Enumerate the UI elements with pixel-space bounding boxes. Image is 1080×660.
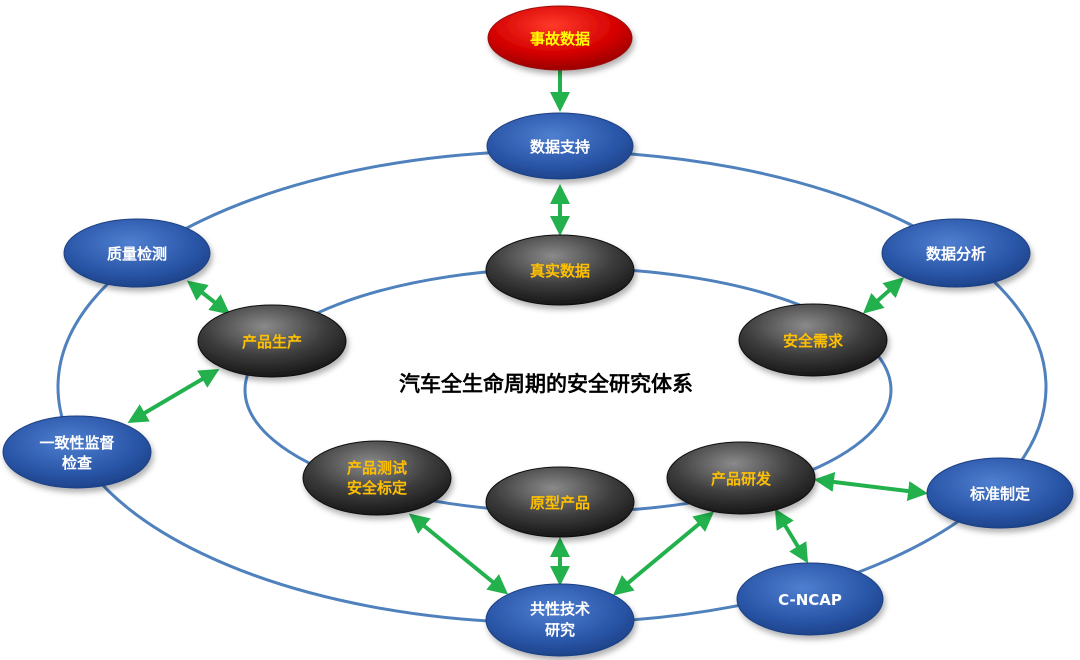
node-prototype[interactable]: 原型产品 bbox=[485, 466, 635, 538]
node-product-test[interactable]: 产品测试 安全标定 bbox=[302, 440, 452, 516]
node-conformity-label-2: 检查 bbox=[62, 454, 93, 472]
node-product-rd-label: 产品研发 bbox=[711, 470, 772, 488]
node-conformity-check[interactable]: 一致性监督 检查 bbox=[2, 415, 152, 489]
arrow-rd-cncap bbox=[774, 508, 809, 564]
node-data-analysis[interactable]: 数据分析 bbox=[881, 218, 1031, 288]
diagram-title: 汽车全生命周期的安全研究体系 bbox=[399, 372, 693, 396]
node-product-test-label-1: 产品测试 bbox=[347, 459, 407, 477]
node-conformity-label-1: 一致性监督 bbox=[39, 434, 114, 452]
arrow-quality-production bbox=[186, 280, 231, 315]
node-safety-requirement-label: 安全需求 bbox=[783, 332, 844, 350]
arrow-conformity-production bbox=[127, 368, 220, 424]
node-cncap[interactable]: C-NCAP bbox=[736, 562, 884, 636]
arrow-rd-standard bbox=[814, 472, 928, 501]
node-standard[interactable]: 标准制定 bbox=[926, 457, 1074, 529]
node-quality-check[interactable]: 质量检测 bbox=[63, 218, 211, 288]
node-real-data-label: 真实数据 bbox=[530, 262, 590, 280]
node-data-analysis-label: 数据分析 bbox=[926, 245, 986, 263]
node-common-research[interactable]: 共性技术 研究 bbox=[485, 583, 635, 657]
node-common-research-label-2: 研究 bbox=[545, 621, 575, 639]
node-accident-data-label: 事故数据 bbox=[530, 30, 590, 48]
node-common-research-label-1: 共性技术 bbox=[530, 600, 590, 618]
node-production-label: 产品生产 bbox=[242, 333, 302, 351]
arrow-analysis-safety bbox=[863, 277, 904, 314]
node-safety-requirement[interactable]: 安全需求 bbox=[738, 303, 888, 377]
node-product-rd[interactable]: 产品研发 bbox=[666, 441, 816, 515]
node-real-data[interactable]: 真实数据 bbox=[485, 234, 635, 306]
node-cncap-label: C-NCAP bbox=[778, 591, 842, 609]
node-data-support[interactable]: 数据支持 bbox=[486, 112, 634, 180]
node-data-support-label: 数据支持 bbox=[530, 138, 590, 156]
node-standard-label: 标准制定 bbox=[969, 485, 1030, 503]
node-product-test-label-2: 安全标定 bbox=[347, 479, 407, 497]
node-production[interactable]: 产品生产 bbox=[197, 304, 347, 378]
node-accident-data[interactable]: 事故数据 bbox=[487, 5, 633, 71]
node-prototype-label: 原型产品 bbox=[530, 494, 590, 512]
arrow-rd-common bbox=[612, 511, 715, 596]
arrow-test-common bbox=[408, 513, 509, 595]
node-quality-check-label: 质量检测 bbox=[107, 245, 167, 263]
arrows bbox=[127, 70, 928, 596]
